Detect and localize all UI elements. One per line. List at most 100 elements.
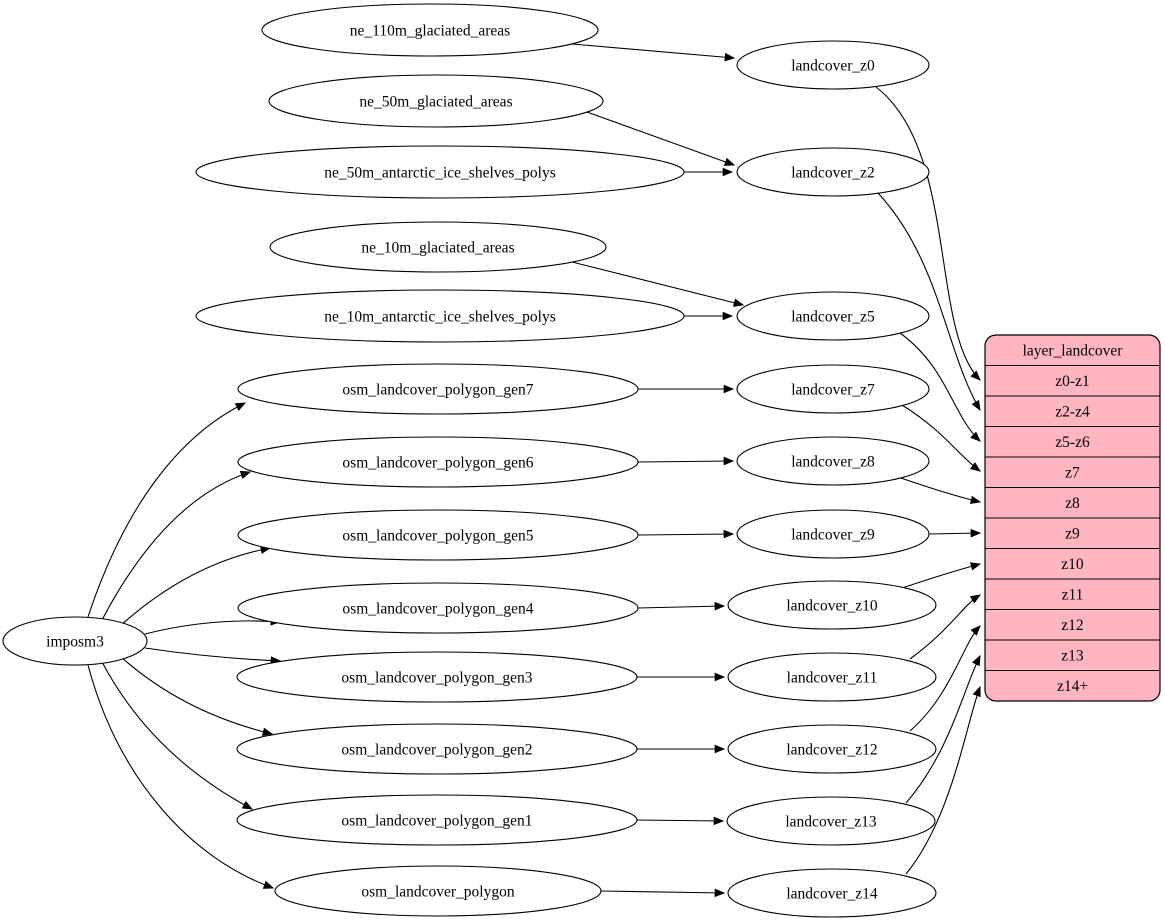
node-ellipse-landcover_z7 (736, 364, 930, 414)
node-ellipse-landcover_z10 (727, 580, 937, 630)
node-label-landcover_z7: landcover_z7 (791, 381, 875, 398)
edge-landcover_z12-to-layer_landcover-z12 (909, 625, 981, 732)
edge-imposm3-to-osm_landcover_polygon_gen6 (101, 470, 252, 621)
node-label-ne_50m_glaciated_areas: ne_50m_glaciated_areas (359, 93, 512, 110)
table-row-z11: z11 (1062, 587, 1084, 604)
edge-landcover_z7-to-layer_landcover-z7 (901, 404, 981, 472)
table-row-z12: z12 (1061, 617, 1083, 634)
node-label-landcover_z13: landcover_z13 (785, 813, 876, 830)
table-row-z9: z9 (1065, 526, 1080, 543)
node-ellipse-imposm3 (2, 616, 148, 666)
node-osm_landcover_polygon_gen5: osm_landcover_polygon_gen5 (237, 509, 639, 561)
edge-imposm3-to-osm_landcover_polygon_gen1 (101, 661, 254, 810)
node-landcover_z11: landcover_z11 (727, 652, 937, 702)
node-ellipse-osm_landcover_polygon_gen1 (236, 794, 638, 846)
table-row-z7: z7 (1065, 465, 1080, 482)
node-ellipse-osm_landcover_polygon_gen4 (237, 582, 639, 634)
edge-imposm3-to-osm_landcover_polygon_gen4 (144, 617, 282, 635)
node-label-osm_landcover_polygon_gen1: osm_landcover_polygon_gen1 (341, 812, 532, 829)
node-landcover_z13: landcover_z13 (726, 796, 936, 846)
node-landcover_z10: landcover_z10 (727, 580, 937, 630)
node-ellipse-landcover_z14 (727, 868, 937, 918)
node-osm_landcover_polygon_gen1: osm_landcover_polygon_gen1 (236, 794, 638, 846)
node-ellipse-landcover_z2 (736, 147, 930, 197)
node-osm_landcover_polygon_gen4: osm_landcover_polygon_gen4 (237, 582, 639, 634)
node-osm_landcover_polygon_gen2: osm_landcover_polygon_gen2 (236, 723, 638, 775)
node-label-osm_landcover_polygon_gen4: osm_landcover_polygon_gen4 (342, 600, 533, 617)
node-label-landcover_z5: landcover_z5 (791, 308, 875, 325)
node-ne_10m_glaciated_areas: ne_10m_glaciated_areas (269, 221, 607, 273)
node-label-osm_landcover_polygon_gen3: osm_landcover_polygon_gen3 (341, 669, 532, 686)
edges-layer (87, 43, 982, 898)
node-label-ne_10m_glaciated_areas: ne_10m_glaciated_areas (361, 239, 514, 256)
record-table-layer: layer_landcoverz0-z1z2-z4z5-z6z7z8z9z10z… (984, 334, 1161, 702)
table-row-z5-z6: z5-z6 (1055, 434, 1090, 451)
node-ellipse-ne_10m_glaciated_areas (269, 221, 607, 273)
node-label-landcover_z8: landcover_z8 (791, 453, 875, 470)
node-label-imposm3: imposm3 (46, 633, 104, 650)
node-landcover_z7: landcover_z7 (736, 364, 930, 414)
node-landcover_z14: landcover_z14 (727, 868, 937, 918)
edge-landcover_z9-to-layer_landcover-z9 (928, 528, 982, 538)
node-label-ne_10m_antarctic_ice_shelves_polys: ne_10m_antarctic_ice_shelves_polys (324, 308, 556, 325)
edge-landcover_z13-to-layer_landcover-z13 (905, 654, 981, 804)
node-landcover_z0: landcover_z0 (736, 40, 930, 90)
node-landcover_z9: landcover_z9 (736, 509, 930, 559)
table-row-z10: z10 (1061, 556, 1084, 573)
edge-imposm3-to-osm_landcover_polygon (87, 664, 275, 889)
edge-ne_50m_glaciated_areas-to-landcover_z2 (586, 111, 736, 166)
node-label-landcover_z0: landcover_z0 (791, 57, 875, 74)
node-landcover_z8: landcover_z8 (736, 436, 930, 486)
node-label-ne_50m_antarctic_ice_shelves_polys: ne_50m_antarctic_ice_shelves_polys (324, 164, 556, 181)
node-osm_landcover_polygon_gen7: osm_landcover_polygon_gen7 (237, 363, 639, 415)
node-landcover_z12: landcover_z12 (727, 724, 937, 774)
edge-ne_110m_glaciated_areas-to-landcover_z0 (571, 43, 736, 62)
node-ne_10m_antarctic_ice_shelves_polys: ne_10m_antarctic_ice_shelves_polys (195, 289, 685, 343)
node-ellipse-landcover_z5 (736, 291, 930, 341)
node-label-landcover_z14: landcover_z14 (786, 885, 877, 902)
node-ellipse-landcover_z12 (727, 724, 937, 774)
node-label-landcover_z10: landcover_z10 (786, 597, 877, 614)
edge-landcover_z11-to-layer_landcover-z11 (909, 594, 982, 660)
node-ellipse-osm_landcover_polygon_gen3 (236, 651, 638, 703)
node-label-landcover_z12: landcover_z12 (786, 741, 877, 758)
node-ellipse-landcover_z8 (736, 436, 930, 486)
node-landcover_z2: landcover_z2 (736, 147, 930, 197)
table-layer_landcover: layer_landcoverz0-z1z2-z4z5-z6z7z8z9z10z… (984, 334, 1161, 702)
node-label-landcover_z11: landcover_z11 (787, 669, 878, 686)
nodes-layer: imposm3 ne_110m_glaciated_areas ne_50m_gla… (2, 3, 937, 918)
edge-ne_10m_glaciated_areas-to-landcover_z5 (571, 261, 745, 307)
edge-osm_landcover_polygon_gen5-to-landcover_z9 (637, 529, 735, 539)
node-osm_landcover_polygon_gen6: osm_landcover_polygon_gen6 (237, 436, 639, 488)
node-ellipse-ne_50m_glaciated_areas (268, 74, 604, 128)
node-label-osm_landcover_polygon_gen2: osm_landcover_polygon_gen2 (341, 741, 532, 758)
node-ellipse-osm_landcover_polygon_gen2 (236, 723, 638, 775)
table-row-z14+: z14+ (1057, 678, 1088, 695)
table-row-z8: z8 (1065, 495, 1080, 512)
node-ne_50m_glaciated_areas: ne_50m_glaciated_areas (268, 74, 604, 128)
node-ellipse-ne_110m_glaciated_areas (261, 3, 599, 57)
edge-imposm3-to-osm_landcover_polygon_gen2 (119, 655, 274, 736)
node-label-osm_landcover_polygon_gen7: osm_landcover_polygon_gen7 (342, 381, 533, 398)
node-label-ne_110m_glaciated_areas: ne_110m_glaciated_areas (350, 22, 510, 39)
node-ellipse-osm_landcover_polygon_gen5 (237, 509, 639, 561)
node-imposm3: imposm3 (2, 616, 148, 666)
node-ellipse-landcover_z0 (736, 40, 930, 90)
edge-landcover_z2-to-layer_landcover-z2-z4 (877, 192, 981, 412)
edge-osm_landcover_polygon-to-landcover_z14 (600, 888, 726, 898)
node-ellipse-landcover_z11 (727, 652, 937, 702)
edge-osm_landcover_polygon_gen6-to-landcover_z8 (637, 456, 735, 466)
table-row-z0-z1: z0-z1 (1055, 373, 1089, 390)
node-ellipse-landcover_z13 (726, 796, 936, 846)
edge-imposm3-to-osm_landcover_polygon_gen3 (144, 647, 282, 665)
edge-landcover_z5-to-layer_landcover-z5-z6 (899, 332, 981, 442)
edge-landcover_z14-to-layer_landcover-z14+ (905, 685, 981, 875)
node-label-osm_landcover_polygon_gen5: osm_landcover_polygon_gen5 (342, 527, 533, 544)
node-osm_landcover_polygon_gen3: osm_landcover_polygon_gen3 (236, 651, 638, 703)
node-osm_landcover_polygon: osm_landcover_polygon (274, 865, 602, 917)
node-ne_50m_antarctic_ice_shelves_polys: ne_50m_antarctic_ice_shelves_polys (195, 145, 685, 199)
node-ellipse-ne_50m_antarctic_ice_shelves_polys (195, 145, 685, 199)
table-row-z2-z4: z2-z4 (1055, 404, 1090, 421)
